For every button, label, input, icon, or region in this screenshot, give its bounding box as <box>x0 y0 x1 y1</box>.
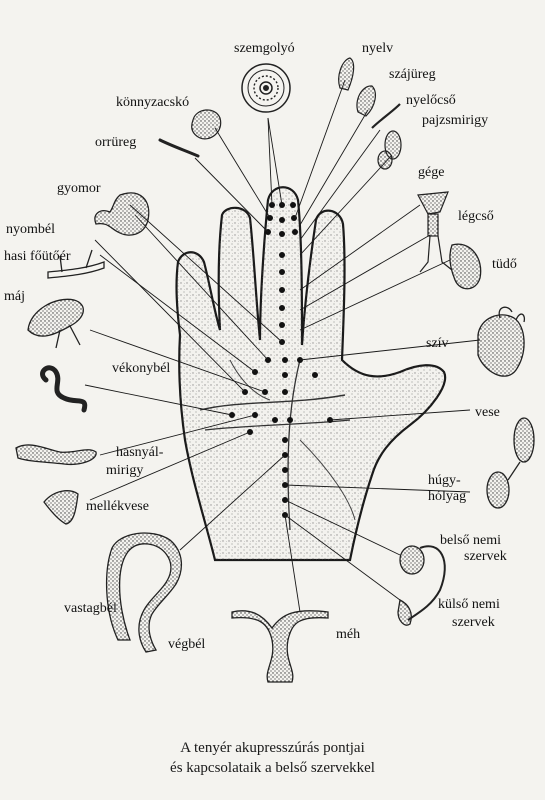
tongue-icon <box>338 57 355 91</box>
label-vastagbel: vastagbél <box>64 601 117 616</box>
label-sziv: szív <box>426 336 449 351</box>
label-szajureg: szájüreg <box>389 67 436 82</box>
aorta-icon <box>47 249 105 279</box>
caption-line-1: A tenyér akupresszúrás pontjai <box>180 740 365 756</box>
label-vekonybel: vékonybél <box>112 361 170 376</box>
trachea-icon <box>419 235 453 273</box>
label-orrureg: orrüreg <box>95 135 136 150</box>
eyeball-icon <box>241 63 291 113</box>
thyroid-icon <box>377 130 402 170</box>
label-belso-nemi: belső nemi <box>440 533 501 548</box>
kidney-icon <box>507 417 535 481</box>
uterus-icon <box>231 610 329 683</box>
labels: szemgolyó nyelv szájüreg nyelőcső pajzsm… <box>4 41 517 652</box>
label-nyombel: nyombél <box>6 222 55 237</box>
label-vese: vese <box>475 405 500 420</box>
bladder-icon <box>486 471 510 509</box>
label-vegbel: végbél <box>168 637 205 652</box>
external-genitals-icon <box>397 599 412 626</box>
nasal-cavity-icon <box>158 138 200 158</box>
label-nyelv: nyelv <box>362 41 393 56</box>
label-kulso-szervek: szervek <box>452 615 495 630</box>
internal-genitals-icon <box>399 545 446 621</box>
label-holyag: hólyag <box>428 489 466 504</box>
caption-line-2: és kapcsolataik a belső szervekkel <box>170 760 375 776</box>
label-konnyzacsko: könnyzacskó <box>116 95 189 110</box>
label-mellekvese: mellékvese <box>86 499 149 514</box>
mouth-cavity-icon <box>356 85 376 117</box>
adrenal-icon <box>43 490 79 525</box>
larynx-icon <box>417 191 449 237</box>
label-hasi-foutoer: hasi főütőér <box>4 249 71 264</box>
label-nyelocso: nyelőcső <box>406 93 456 108</box>
label-hasnyal: hasnyál- <box>116 445 164 460</box>
liver-icon <box>27 298 84 349</box>
pancreas-icon <box>15 444 97 466</box>
label-gege: gége <box>418 165 444 180</box>
label-tudo: tüdő <box>492 257 517 272</box>
heart-icon <box>477 306 526 377</box>
acupressure-points <box>229 202 333 518</box>
small-intestine-icon <box>40 365 88 413</box>
label-hugy: húgy- <box>428 473 461 488</box>
lacrimal-sac-icon <box>191 109 222 140</box>
label-belso-szervek: szervek <box>464 549 507 564</box>
stomach-icon <box>94 192 150 236</box>
label-legcso: légcső <box>458 209 494 224</box>
label-pajzsmirigy: pajzsmirigy <box>422 113 488 128</box>
leader-lines <box>84 79 481 613</box>
label-kulso-nemi: külső nemi <box>438 597 500 612</box>
large-intestine-icon <box>105 532 182 653</box>
label-meh: méh <box>336 627 360 642</box>
label-mirigy: mirigy <box>106 463 143 478</box>
label-maj: máj <box>4 289 25 304</box>
lung-icon <box>449 243 482 290</box>
label-szemgolyo: szemgolyó <box>234 41 295 56</box>
esophagus-icon <box>371 103 401 129</box>
label-gyomor: gyomor <box>57 181 101 196</box>
